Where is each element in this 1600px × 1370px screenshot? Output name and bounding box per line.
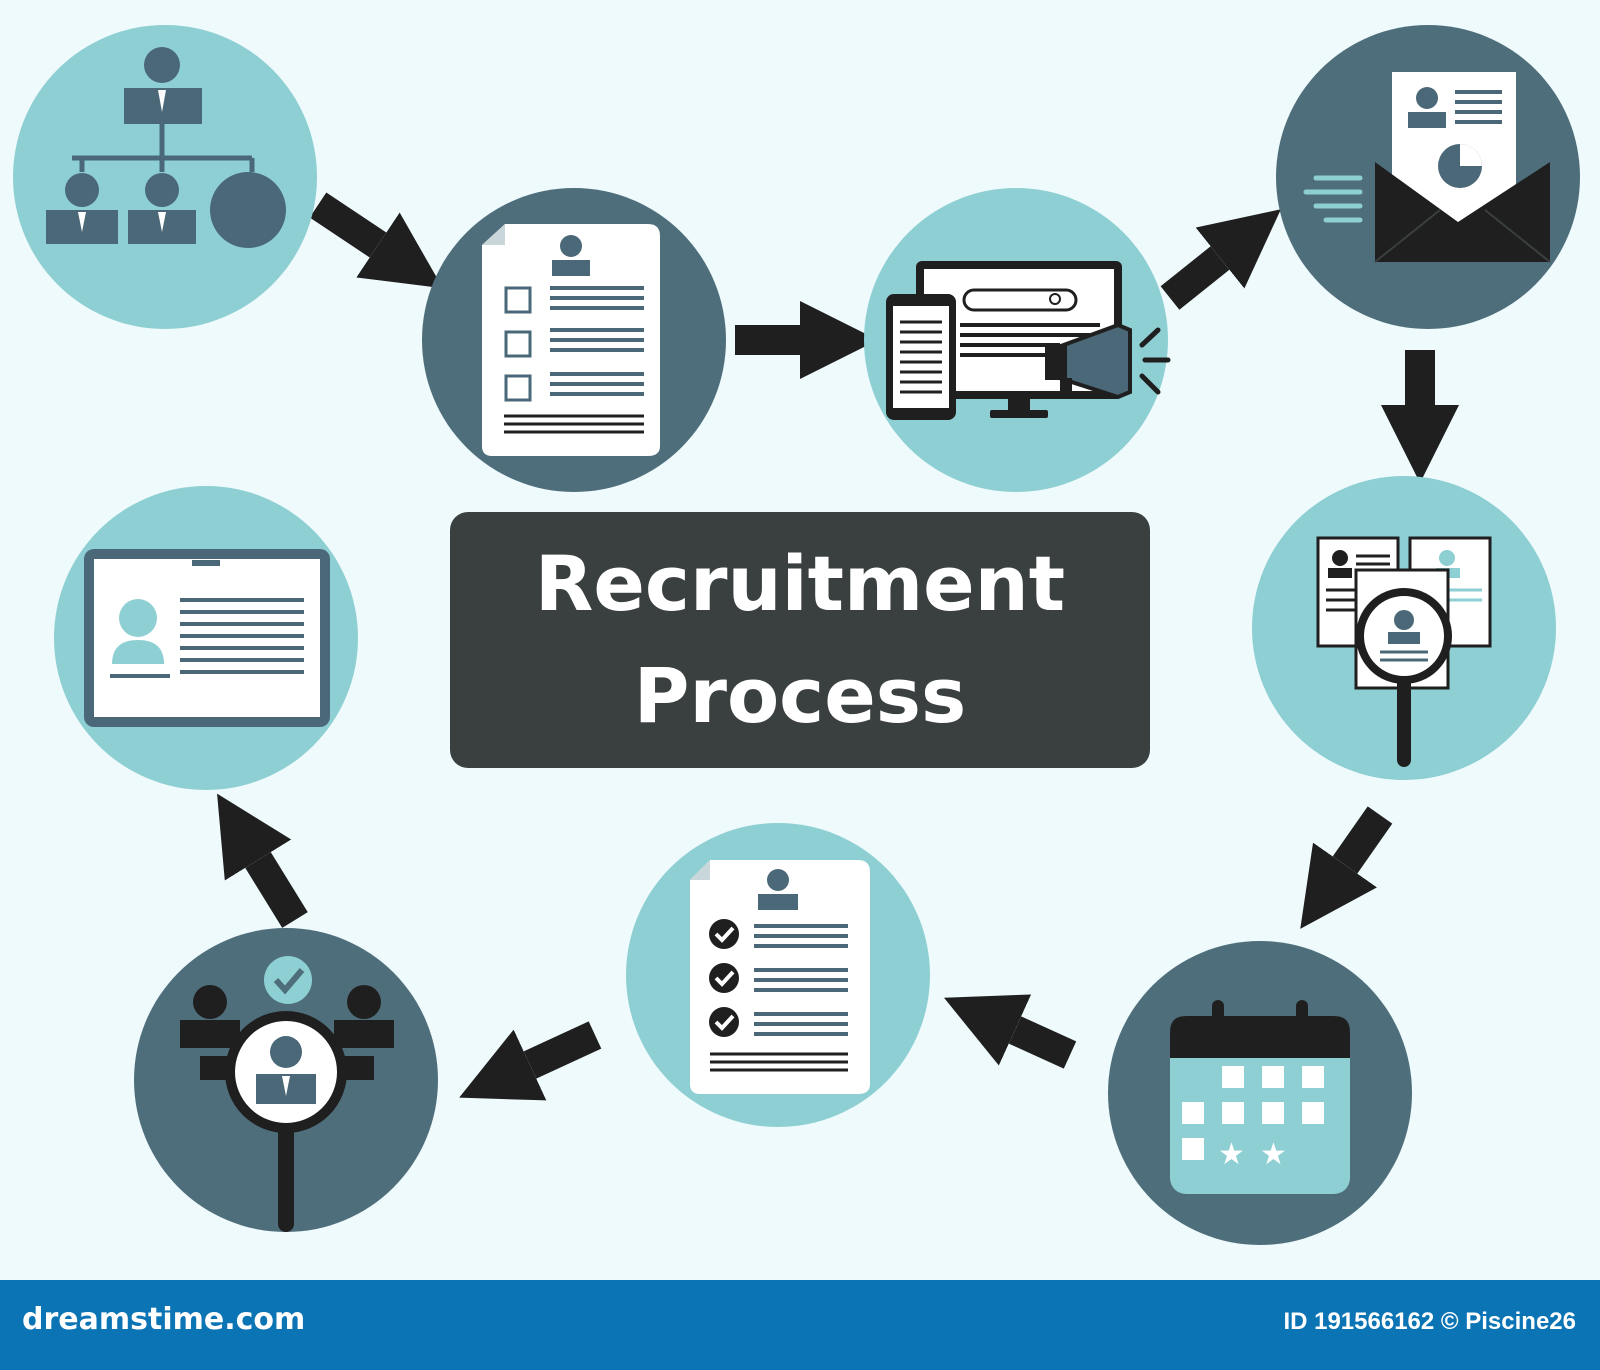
footer-credit: ID 191566162 © Piscine26 — [1283, 1308, 1576, 1335]
step-selection — [134, 928, 438, 1232]
arrow-5-to-6 — [1300, 806, 1393, 929]
footer-brand: dreamstime.com — [22, 1302, 306, 1337]
step-job-description — [422, 188, 726, 492]
step-onboarding — [54, 486, 358, 790]
envelope-resume-icon — [1303, 72, 1551, 263]
arrow-8-to-9 — [217, 793, 308, 928]
step-interview-scheduling: ★★ — [1108, 941, 1412, 1245]
svg-text:★: ★ — [1218, 1137, 1245, 1172]
calendar-icon: ★★ — [1170, 1000, 1350, 1194]
title-line-1: Recruitment — [534, 539, 1066, 628]
title-box: Recruitment Process — [450, 512, 1150, 768]
flow-arrows — [217, 192, 1459, 1101]
id-card-icon — [84, 549, 330, 727]
step-applications — [1276, 25, 1580, 329]
monitor-megaphone-icon — [886, 261, 1171, 420]
resume-checked-icon — [690, 860, 870, 1094]
candidate-search-icon — [180, 956, 394, 1232]
resumes-magnifier-icon — [1316, 536, 1492, 767]
title-line-2: Process — [633, 651, 967, 740]
arrow-7-to-8 — [459, 1021, 602, 1101]
resume-checklist-icon — [482, 224, 660, 456]
step-screening — [1252, 476, 1556, 780]
arrow-6-to-7 — [943, 994, 1077, 1069]
step-organization-chart — [13, 25, 317, 329]
recruitment-process-diagram: ★★ — [13, 25, 1580, 1245]
arrow-3-to-4 — [1160, 209, 1281, 310]
step-job-advertising — [864, 188, 1171, 492]
step-evaluation — [626, 823, 930, 1127]
arrow-1-to-2 — [309, 192, 443, 289]
org-chart-icon — [46, 47, 286, 248]
watermark-footer: dreamstime.com ID 191566162 © Piscine26 — [0, 1280, 1600, 1370]
svg-text:★: ★ — [1260, 1137, 1287, 1172]
